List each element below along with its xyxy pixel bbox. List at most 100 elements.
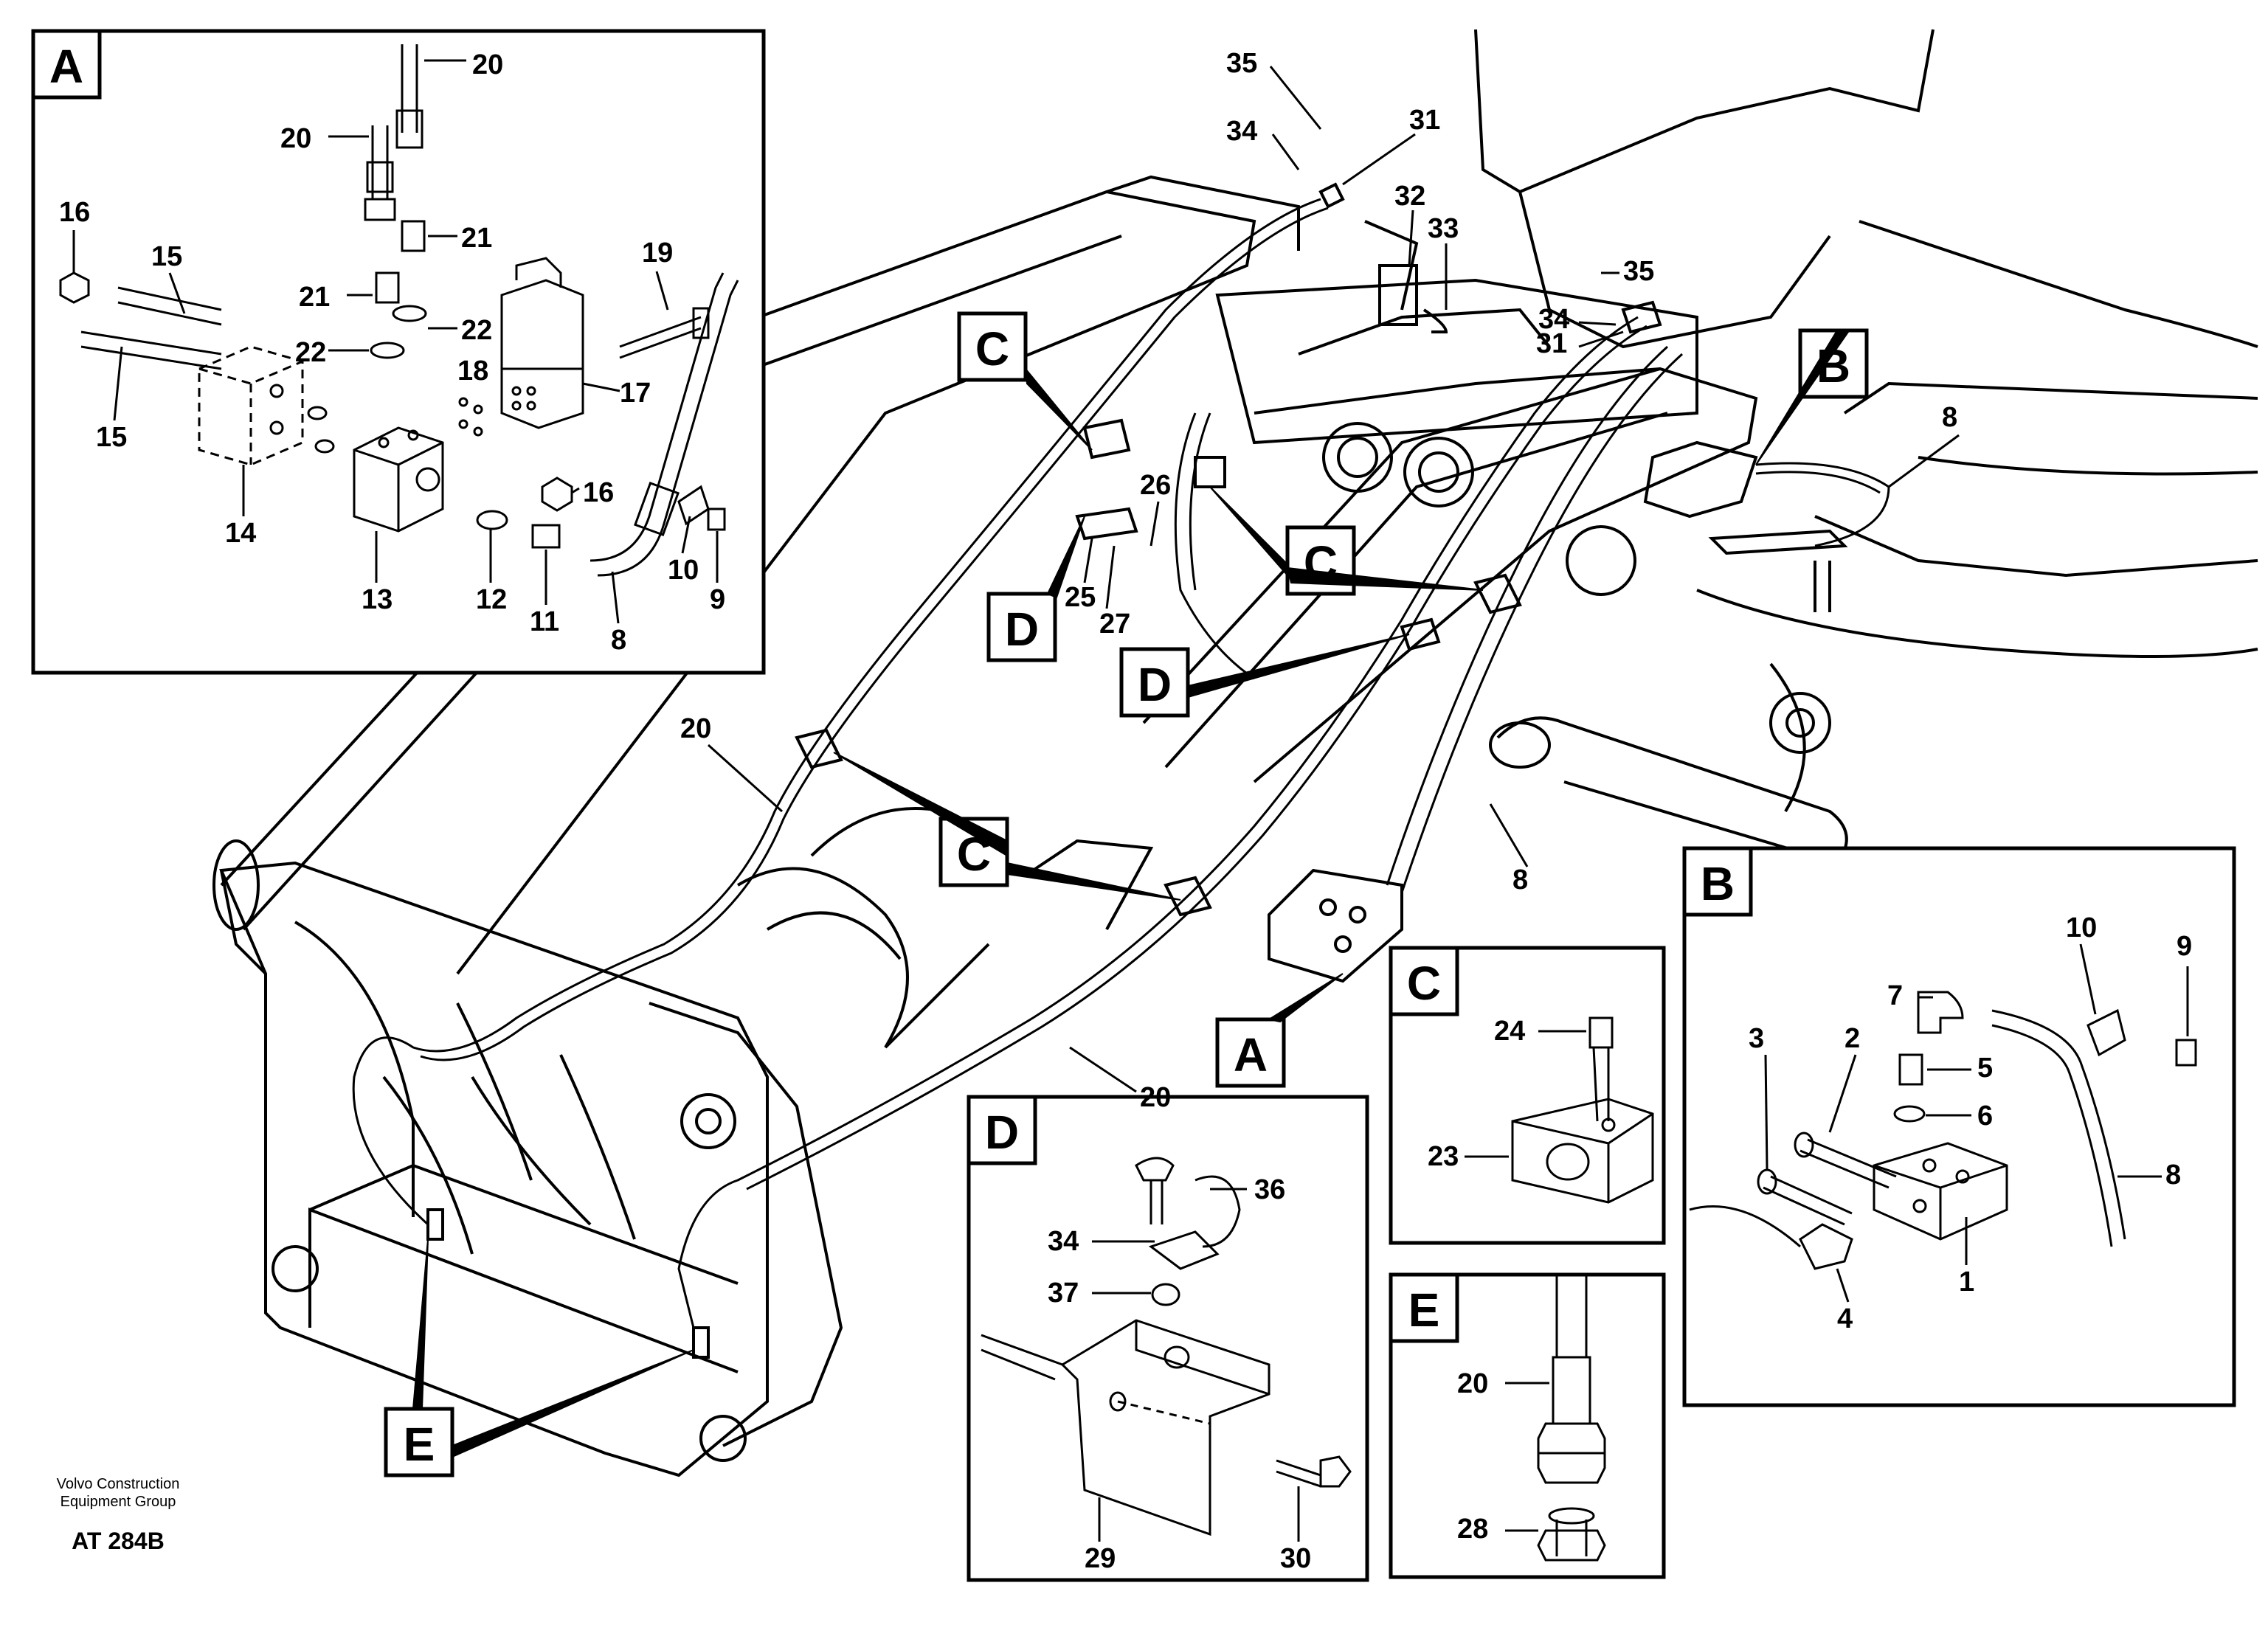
inset-a-frame (31, 29, 766, 675)
inset-a-labels: 20 20 21 21 22 22 16 15 15 19 18 17 14 1… (59, 49, 725, 656)
label-main-26: 26 (1140, 470, 1171, 501)
label-d-29: 29 (1085, 1543, 1116, 1574)
inset-d-title: D (985, 1106, 1019, 1159)
label-main-34-top: 34 (1226, 116, 1257, 147)
label-a-15-top: 15 (151, 241, 182, 272)
label-a-18: 18 (457, 356, 488, 387)
inset-d-title-box (967, 1095, 1037, 1165)
inset-a-title: A (49, 40, 83, 93)
inset-c-title: C (1407, 957, 1441, 1010)
label-a-8: 8 (611, 625, 626, 656)
callout-d-2-box (1119, 647, 1190, 718)
callout-a: A (1234, 1028, 1268, 1081)
inset-e-parts (1537, 1276, 1606, 1562)
label-main-31-right: 31 (1536, 328, 1567, 359)
inset-e-title-box (1389, 1272, 1459, 1343)
inset-a-title-box (31, 29, 102, 100)
inset-e-title: E (1408, 1283, 1440, 1337)
inset-b-frame (1682, 846, 2236, 1407)
label-b-5: 5 (1977, 1053, 1993, 1084)
label-b-1: 1 (1959, 1267, 1974, 1297)
inset-d: D 36 34 37 29 30 (967, 1095, 1369, 1582)
label-b-8: 8 (2165, 1160, 2181, 1191)
label-a-16-right: 16 (583, 477, 614, 508)
label-main-25: 25 (1065, 582, 1096, 613)
label-a-14: 14 (225, 518, 256, 549)
label-main-35-right: 35 (1623, 256, 1654, 287)
label-main-20-bottom: 20 (1140, 1082, 1171, 1113)
inset-a-parts (59, 44, 739, 577)
footer-company-line2: Equipment Group (60, 1494, 176, 1510)
footer-company-line1: Volvo Construction (57, 1476, 180, 1492)
footer-drawing-code: AT 284B (72, 1528, 165, 1554)
inset-b-leaders (1764, 943, 2189, 1303)
callouts: C C C D D B A E (384, 311, 1869, 1477)
inset-d-leaders (1092, 1188, 1300, 1542)
callout-c-1: C (975, 322, 1009, 375)
label-a-10: 10 (668, 555, 699, 586)
label-a-22-right: 22 (461, 315, 492, 346)
inset-d-labels: 36 34 37 29 30 (1048, 1174, 1311, 1574)
label-d-37: 37 (1048, 1278, 1079, 1309)
callout-pointers (412, 329, 1850, 1458)
label-main-8-bottom: 8 (1512, 865, 1528, 895)
boom-assembly-drawing (212, 29, 2258, 1477)
label-a-13: 13 (362, 584, 393, 615)
inset-b: B 10 9 (1682, 846, 2236, 1407)
label-b-6: 6 (1977, 1101, 1993, 1132)
label-a-16-top: 16 (59, 197, 90, 228)
label-d-30: 30 (1280, 1543, 1311, 1574)
label-e-28: 28 (1457, 1514, 1488, 1545)
label-main-32: 32 (1394, 181, 1425, 212)
label-b-9: 9 (2177, 931, 2192, 962)
label-a-22-left: 22 (295, 337, 326, 368)
inset-e-leaders (1505, 1382, 1549, 1532)
callout-d-2: D (1138, 658, 1172, 711)
label-main-31-top: 31 (1409, 105, 1440, 136)
label-a-12: 12 (476, 584, 507, 615)
inset-c-title-box (1389, 946, 1459, 1016)
label-main-27: 27 (1099, 609, 1130, 640)
inset-d-frame (967, 1095, 1369, 1582)
label-d-34: 34 (1048, 1226, 1079, 1257)
callout-e: E (404, 1418, 435, 1471)
label-a-21-right: 21 (461, 223, 492, 254)
label-b-7: 7 (1887, 980, 1903, 1011)
callout-d-1-box (986, 592, 1057, 662)
label-c-23: 23 (1428, 1141, 1459, 1172)
label-b-4: 4 (1837, 1303, 1853, 1334)
inset-a-leaders (72, 59, 719, 624)
main-labels: 35 34 31 32 33 35 34 31 8 26 25 27 20 8 … (680, 48, 1957, 1113)
inset-d-parts (981, 1157, 1352, 1536)
callout-c-1-box (957, 311, 1028, 382)
label-a-11: 11 (530, 606, 559, 637)
label-a-21-left: 21 (299, 282, 330, 313)
label-main-20-left: 20 (680, 713, 711, 744)
callout-a-box (1215, 1017, 1286, 1088)
label-main-34-right: 34 (1538, 304, 1569, 335)
label-a-15-bottom: 15 (96, 422, 127, 453)
label-main-35-top: 35 (1226, 48, 1257, 79)
inset-b-labels: 10 9 7 3 2 5 6 8 1 4 (1749, 912, 2192, 1334)
label-a-9: 9 (710, 584, 725, 615)
inset-e: E 20 28 (1389, 1272, 1666, 1579)
inset-b-parts (1689, 991, 2197, 1270)
inset-c-parts (1511, 1016, 1654, 1204)
label-a-20-left: 20 (280, 123, 311, 154)
label-a-19: 19 (642, 238, 673, 268)
inset-b-title: B (1701, 857, 1735, 910)
label-main-33: 33 (1428, 213, 1459, 244)
label-b-10: 10 (2066, 912, 2097, 943)
callout-d-1: D (1005, 603, 1039, 656)
footer: Volvo Construction Equipment Group AT 28… (57, 1476, 180, 1554)
label-c-24: 24 (1494, 1016, 1525, 1047)
inset-c: C 24 23 (1389, 946, 1666, 1245)
label-a-20-top: 20 (472, 49, 503, 80)
main-leaders (707, 66, 1960, 1093)
inset-a: A (31, 29, 766, 675)
label-b-2: 2 (1845, 1023, 1860, 1054)
label-b-3: 3 (1749, 1023, 1764, 1054)
label-main-8-top: 8 (1942, 402, 1957, 433)
label-a-17: 17 (620, 378, 651, 409)
